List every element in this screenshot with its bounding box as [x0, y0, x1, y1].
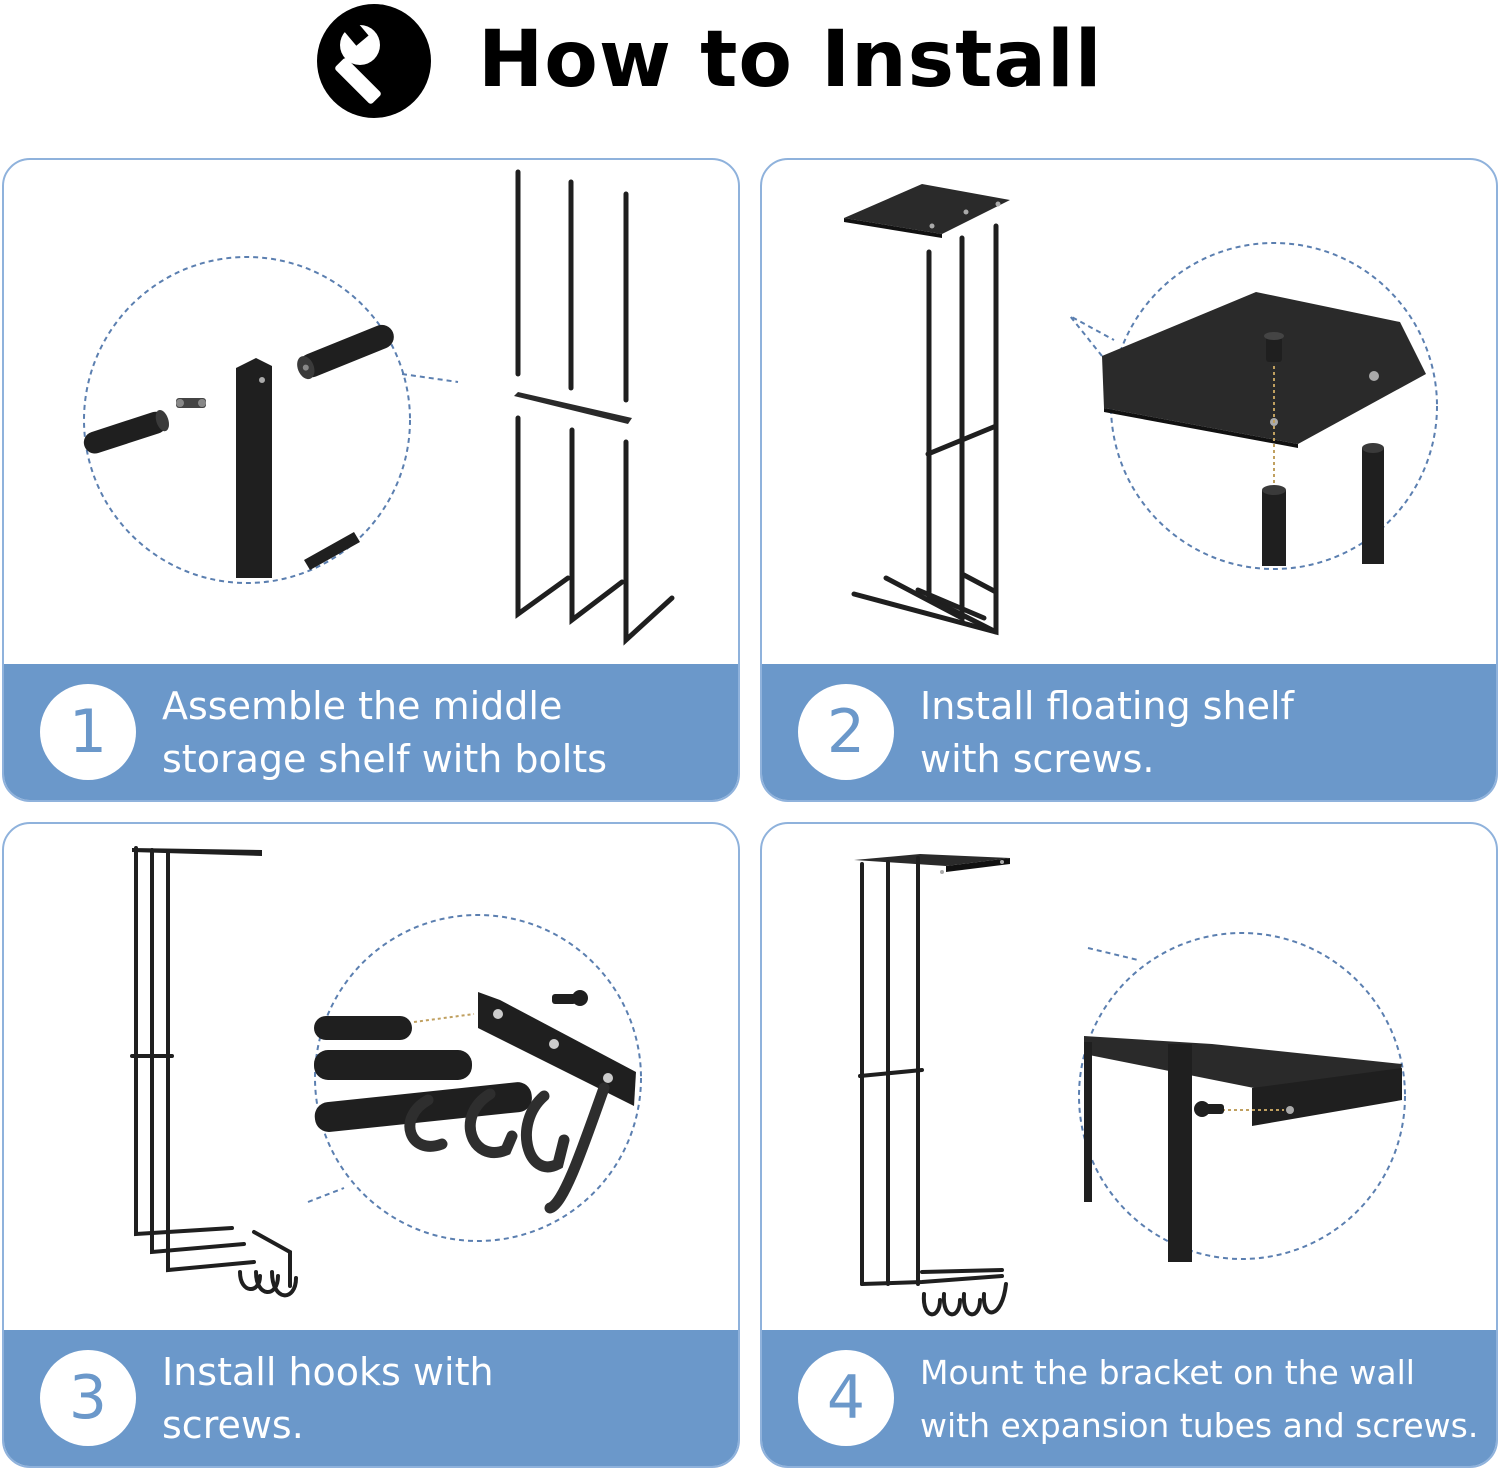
- step-4-line-1: Mount the bracket on the wall: [920, 1353, 1415, 1392]
- step-1-caption: 1 Assemble the middle storage shelf with…: [4, 664, 738, 800]
- page-title: How to Install: [478, 15, 1103, 105]
- step-4-line-2: with expansion tubes and screws.: [920, 1406, 1479, 1445]
- wrench-icon: [317, 4, 431, 118]
- step-1-text: Assemble the middle storage shelf with b…: [162, 680, 732, 786]
- step-3-line-1: Install hooks with: [162, 1350, 494, 1394]
- step-2-line-1: Install floating shelf: [920, 684, 1294, 728]
- header: How to Install: [0, 0, 1500, 140]
- step-number-badge: 2: [798, 684, 894, 780]
- step-3-caption: 3 Install hooks with screws.: [4, 1330, 738, 1466]
- step-4-text: Mount the bracket on the wall with expan…: [920, 1346, 1490, 1452]
- step-3-line-2: screws.: [162, 1403, 304, 1447]
- step-1-illustration: [83, 169, 675, 646]
- step-4-panel: 4 Mount the bracket on the wall with exp…: [760, 822, 1498, 1468]
- step-4-illustration: [854, 854, 1406, 1317]
- step-3-text: Install hooks with screws.: [162, 1346, 732, 1452]
- step-number-badge: 1: [40, 684, 136, 780]
- step-number-badge: 3: [40, 1350, 136, 1446]
- step-2-panel: 2 Install floating shelf with screws.: [760, 158, 1498, 802]
- step-2-line-2: with screws.: [920, 737, 1155, 781]
- step-2-illustration: [844, 184, 1438, 636]
- step-2-text: Install floating shelf with screws.: [920, 680, 1490, 786]
- step-3-panel: 3 Install hooks with screws.: [2, 822, 740, 1468]
- step-1-line-1: Assemble the middle: [162, 684, 563, 728]
- step-3-illustration: [130, 846, 642, 1298]
- step-number-badge: 4: [798, 1350, 894, 1446]
- step-2-caption: 2 Install floating shelf with screws.: [762, 664, 1496, 800]
- step-1-panel: 1 Assemble the middle storage shelf with…: [2, 158, 740, 802]
- step-1-line-2: storage shelf with bolts: [162, 737, 608, 781]
- step-4-caption: 4 Mount the bracket on the wall with exp…: [762, 1330, 1496, 1466]
